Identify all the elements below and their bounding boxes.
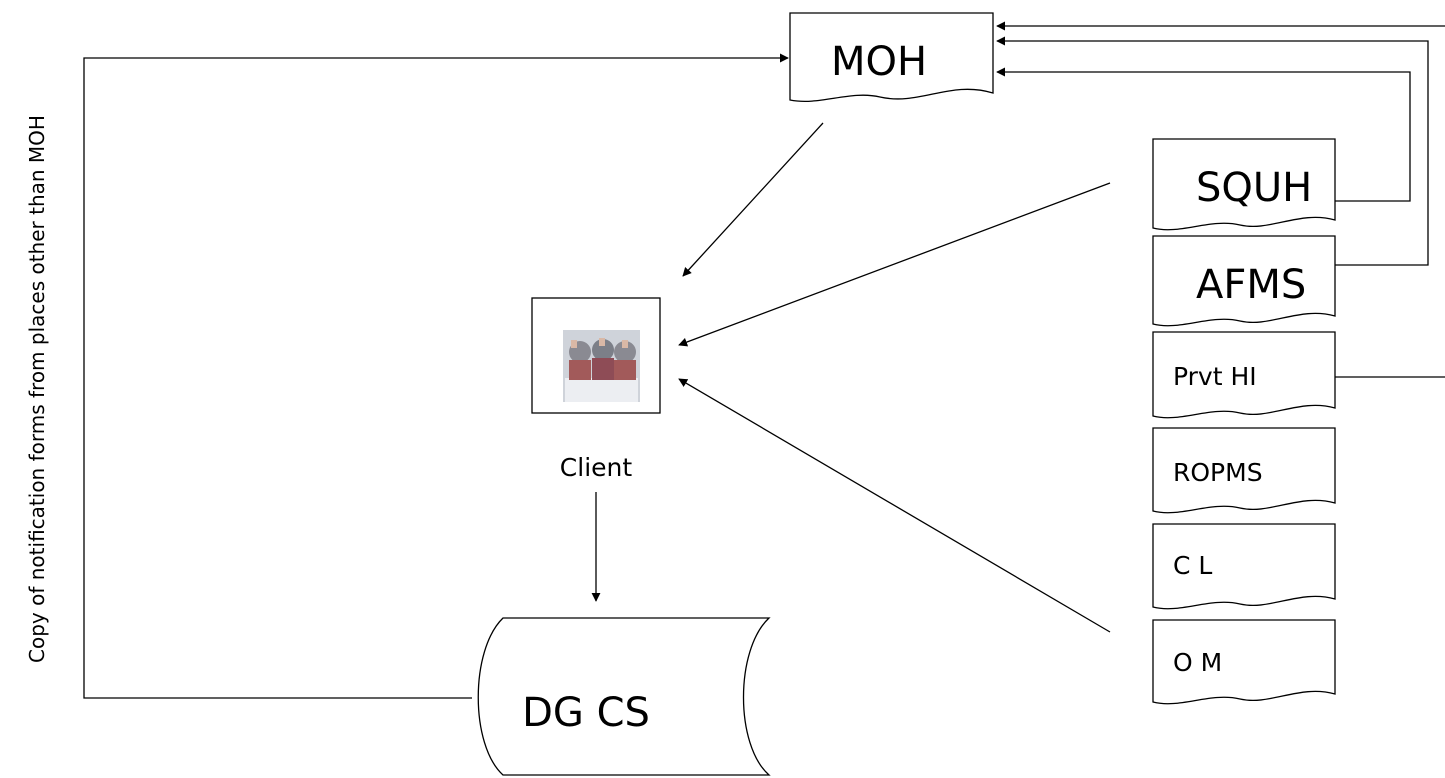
node-om: O M bbox=[1152, 619, 1336, 705]
prvt-hi-label: Prvt HI bbox=[1173, 362, 1257, 391]
arrow-afms-to-moh bbox=[996, 36, 1429, 266]
squh-label: SQUH bbox=[1196, 165, 1312, 211]
dgcs-label: DG CS bbox=[522, 690, 650, 736]
arrow-dgcs-to-moh bbox=[83, 53, 789, 699]
node-moh: MOH bbox=[789, 12, 994, 102]
om-label: O M bbox=[1173, 648, 1222, 677]
cl-label: C L bbox=[1173, 551, 1212, 580]
arrow-om-to-client bbox=[678, 378, 1111, 633]
afms-label: AFMS bbox=[1196, 262, 1306, 308]
arrow-squh-to-moh bbox=[996, 67, 1411, 202]
node-afms: AFMS bbox=[1152, 235, 1336, 327]
node-dgcs: DG CS bbox=[477, 617, 771, 776]
ropms-label: ROPMS bbox=[1173, 458, 1263, 487]
node-client: Client bbox=[531, 297, 661, 482]
side-note: Copy of notification forms from places o… bbox=[25, 115, 49, 663]
node-ropms: ROPMS bbox=[1152, 427, 1336, 514]
node-prvt-hi: Prvt HI bbox=[1152, 331, 1336, 419]
client-label: Client bbox=[560, 453, 633, 482]
moh-label: MOH bbox=[831, 39, 927, 85]
people-group-icon bbox=[563, 330, 640, 402]
arrow-moh-to-client bbox=[682, 122, 824, 277]
node-squh: SQUH bbox=[1152, 138, 1336, 231]
arrow-squh-to-client bbox=[678, 182, 1111, 347]
node-cl: C L bbox=[1152, 523, 1336, 610]
